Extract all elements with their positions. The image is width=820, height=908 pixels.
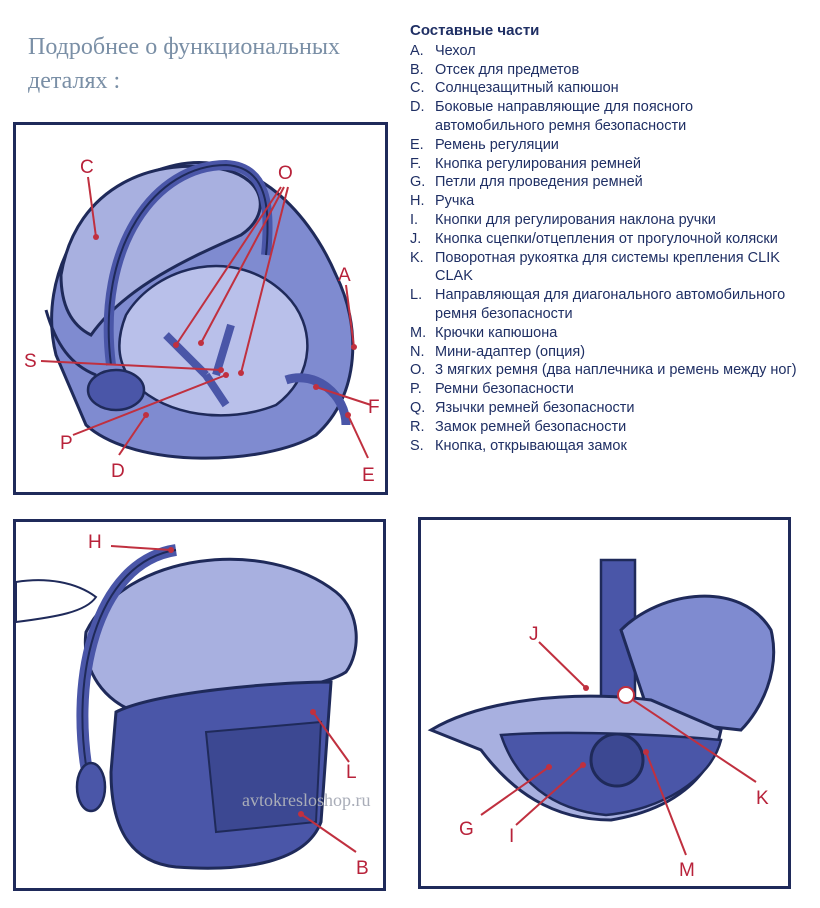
part-text: Язычки ремней безопасности: [435, 399, 635, 416]
part-item: S. Кнопка, открывающая замок: [410, 437, 805, 456]
part-item: P. Ремни безопасности: [410, 380, 805, 399]
part-item: E. Ремень регуляции: [410, 136, 805, 155]
seat-front-view-panel: C O A S F P D E: [13, 122, 388, 495]
part-text: Крючки капюшона: [435, 324, 558, 341]
part-item: D. Боковые направляющие для поясного авто…: [410, 98, 805, 136]
seat-rear-view-illustration: H L B: [16, 532, 369, 879]
seat-side-view-panel: J K G I M: [418, 517, 791, 889]
part-text: Направляющая для диагонального автомобил…: [435, 287, 786, 322]
label-l: L: [346, 762, 357, 783]
part-item: K. Поворотная рукоятка для системы крепле…: [410, 249, 805, 287]
part-item: H. Ручка: [410, 192, 805, 211]
part-key: A.: [410, 42, 424, 59]
part-key: B.: [410, 61, 424, 78]
part-text: Ремни безопасности: [435, 381, 574, 398]
label-b: B: [356, 858, 369, 879]
part-item: R. Замок ремней безопасности: [410, 418, 805, 437]
part-key: R.: [410, 418, 425, 435]
part-key: C.: [410, 80, 425, 97]
part-key: P.: [410, 381, 422, 398]
part-item: C. Солнцезащитный капюшон: [410, 79, 805, 98]
seat-rear-view-panel: H L B: [13, 519, 386, 891]
part-item: O. 3 мягких ремня (два наплечника и ремен…: [410, 361, 805, 380]
part-key: O.: [410, 362, 426, 379]
part-item: J. Кнопка сцепки/отцепления от прогулочно…: [410, 230, 805, 249]
label-m: M: [679, 860, 695, 881]
part-key: M.: [410, 324, 427, 341]
part-text: Кнопка, открывающая замок: [435, 437, 627, 454]
part-text: Замок ремней безопасности: [435, 418, 627, 435]
part-item: Q. Язычки ремней безопасности: [410, 399, 805, 418]
part-item: N. Мини-адаптер (опция): [410, 343, 805, 362]
label-j: J: [529, 624, 539, 645]
part-item: M. Крючки капюшона: [410, 324, 805, 343]
watermark: avtokresloshop.ru: [242, 790, 371, 810]
label-a: A: [338, 265, 351, 286]
part-key: G.: [410, 174, 426, 191]
label-f: F: [368, 397, 380, 418]
part-key: L.: [410, 287, 423, 304]
part-key: K.: [410, 249, 424, 266]
part-text: Ремень регуляции: [435, 136, 559, 153]
part-text: Кнопки для регулирования наклона ручки: [435, 211, 716, 228]
part-item: F. Кнопка регулирования ремней: [410, 155, 805, 174]
part-text: Отсек для предметов: [435, 61, 580, 78]
part-key: S.: [410, 437, 424, 454]
part-text: Петли для проведения ремней: [435, 174, 643, 191]
label-c: C: [80, 157, 94, 178]
part-key: Q.: [410, 399, 426, 416]
label-p: P: [60, 433, 73, 454]
part-item: B. Отсек для предметов: [410, 61, 805, 80]
label-g: G: [459, 819, 474, 840]
part-text: Мини-адаптер (опция): [435, 343, 586, 360]
part-key: H.: [410, 193, 425, 210]
label-i: I: [509, 826, 514, 847]
part-item: A. Чехол: [410, 42, 805, 61]
part-text: 3 мягких ремня (два наплечника и ремень …: [435, 362, 797, 379]
part-text: Кнопка регулирования ремней: [435, 155, 642, 172]
label-s: S: [24, 351, 37, 372]
part-key: D.: [410, 99, 425, 116]
seat-front-view-illustration: C O A S F P D E: [24, 157, 380, 486]
seat-side-view-illustration: J K G I M: [427, 558, 776, 881]
part-text: Солнцезащитный капюшон: [435, 80, 619, 97]
label-k: K: [756, 788, 769, 809]
part-key: N.: [410, 343, 425, 360]
parts-legend-title: Составные части: [410, 22, 540, 39]
part-text: Кнопка сцепки/отцепления от прогулочной …: [435, 230, 778, 247]
part-text: Чехол: [435, 42, 476, 59]
part-text: Боковые направляющие для поясного автомо…: [435, 99, 694, 134]
part-text: Ручка: [435, 193, 475, 210]
label-o: O: [278, 163, 293, 184]
part-key: I.: [410, 211, 419, 228]
label-d: D: [111, 461, 125, 482]
part-text: Поворотная рукоятка для системы креплени…: [435, 249, 780, 285]
part-item: G. Петли для проведения ремней: [410, 173, 805, 192]
label-e: E: [362, 465, 375, 486]
part-key: F.: [410, 155, 422, 172]
part-item: I. Кнопки для регулирования наклона ручки: [410, 211, 805, 230]
section-heading: Подробнее о функциональных деталях :: [28, 34, 340, 94]
part-key: E.: [410, 136, 424, 153]
label-h: H: [88, 532, 102, 553]
part-item: L. Направляющая для диагонального автомоб…: [410, 286, 805, 324]
part-key: J.: [410, 230, 422, 247]
